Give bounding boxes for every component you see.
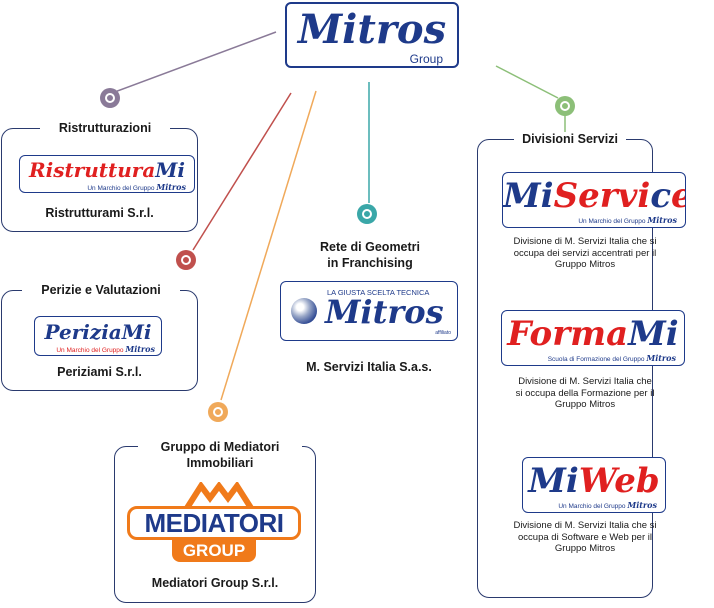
mediatori-roof-icon: [184, 482, 254, 510]
mediatori-title-line1: Gruppo di Mediatori: [138, 440, 302, 454]
mediatori-company: Mediatori Group S.r.l.: [151, 576, 279, 590]
geometri-title-line2: in Franchising: [327, 256, 413, 270]
connector-orange: [220, 90, 317, 401]
formami-logo: FormaMi Scuola di Formazione del Gruppo …: [501, 310, 685, 366]
node-purple-icon: [100, 88, 120, 108]
geometri-globe-icon: [291, 298, 317, 324]
miweb-logo: MiWeb Un Marchio del Gruppo Mitros: [522, 457, 666, 513]
geometri-affiliato: affiliato: [435, 330, 451, 336]
connector-green: [495, 65, 559, 99]
periziami-wordmark: PeriziaMi: [44, 320, 152, 344]
ristrutturazioni-title: Ristrutturazioni: [40, 121, 170, 135]
miweb-wordmark: MiWeb: [528, 461, 660, 501]
periziami-company: Periziami S.r.l.: [57, 365, 142, 379]
mitros-group-logo: Mitros Group: [285, 2, 459, 68]
geometri-tagline: LA GIUSTA SCELTA TECNICA: [327, 288, 430, 297]
miservice-wordmark: MiService: [503, 176, 685, 216]
miservice-description: Divisione di M. Servizi Italia che si oc…: [513, 236, 657, 270]
formami-wordmark: FormaMi: [507, 314, 679, 354]
periziami-tagline: Un Marchio del Gruppo Mitros: [56, 344, 155, 354]
periziami-logo: PeriziaMi Un Marchio del Gruppo Mitros: [34, 316, 162, 356]
connector-purple: [111, 31, 277, 94]
node-teal-icon: [357, 204, 377, 224]
node-orange-icon: [208, 402, 228, 422]
node-green-icon: [555, 96, 575, 116]
connector-red: [192, 92, 292, 251]
geometri-company: M. Servizi Italia S.a.s.: [306, 360, 432, 374]
miservice-tagline: Un Marchio del Gruppo Mitros: [578, 215, 677, 225]
mediatori-main-bar: MEDIATORI: [127, 506, 301, 540]
formami-description: Divisione di M. Servizi Italia che si oc…: [515, 376, 655, 410]
node-red-icon: [176, 250, 196, 270]
ristrutturami-company: Ristrutturami S.r.l.: [45, 206, 154, 220]
formami-tagline: Scuola di Formazione del Gruppo Mitros: [547, 353, 676, 363]
ristrutturami-wordmark: RistrutturaMi: [28, 158, 186, 182]
mitros-brand: Mitros: [297, 6, 447, 53]
divisioni-title: Divisioni Servizi: [514, 132, 626, 146]
geometri-mitros-wordmark: Mitros: [325, 293, 444, 331]
ristrutturami-logo: RistrutturaMi Un Marchio del Gruppo Mitr…: [19, 155, 195, 193]
geometri-mitros-logo: LA GIUSTA SCELTA TECNICA Mitros affiliat…: [280, 281, 458, 341]
geometri-title-line1: Rete di Geometri: [319, 240, 421, 254]
miservice-logo: MiService Un Marchio del Gruppo Mitros: [502, 172, 686, 228]
miweb-tagline: Un Marchio del Gruppo Mitros: [558, 500, 657, 510]
mediatori-logo: MEDIATORI GROUP: [127, 482, 301, 564]
mediatori-title-line2: Immobiliari: [158, 456, 282, 470]
mediatori-group-bar: GROUP: [172, 540, 256, 562]
miweb-description: Divisione di M. Servizi Italia che si oc…: [513, 520, 657, 554]
perizie-title: Perizie e Valutazioni: [22, 283, 180, 297]
ristrutturami-tagline: Un Marchio del Gruppo Mitros: [87, 182, 186, 192]
mitros-brand-sub: Group: [409, 52, 443, 66]
